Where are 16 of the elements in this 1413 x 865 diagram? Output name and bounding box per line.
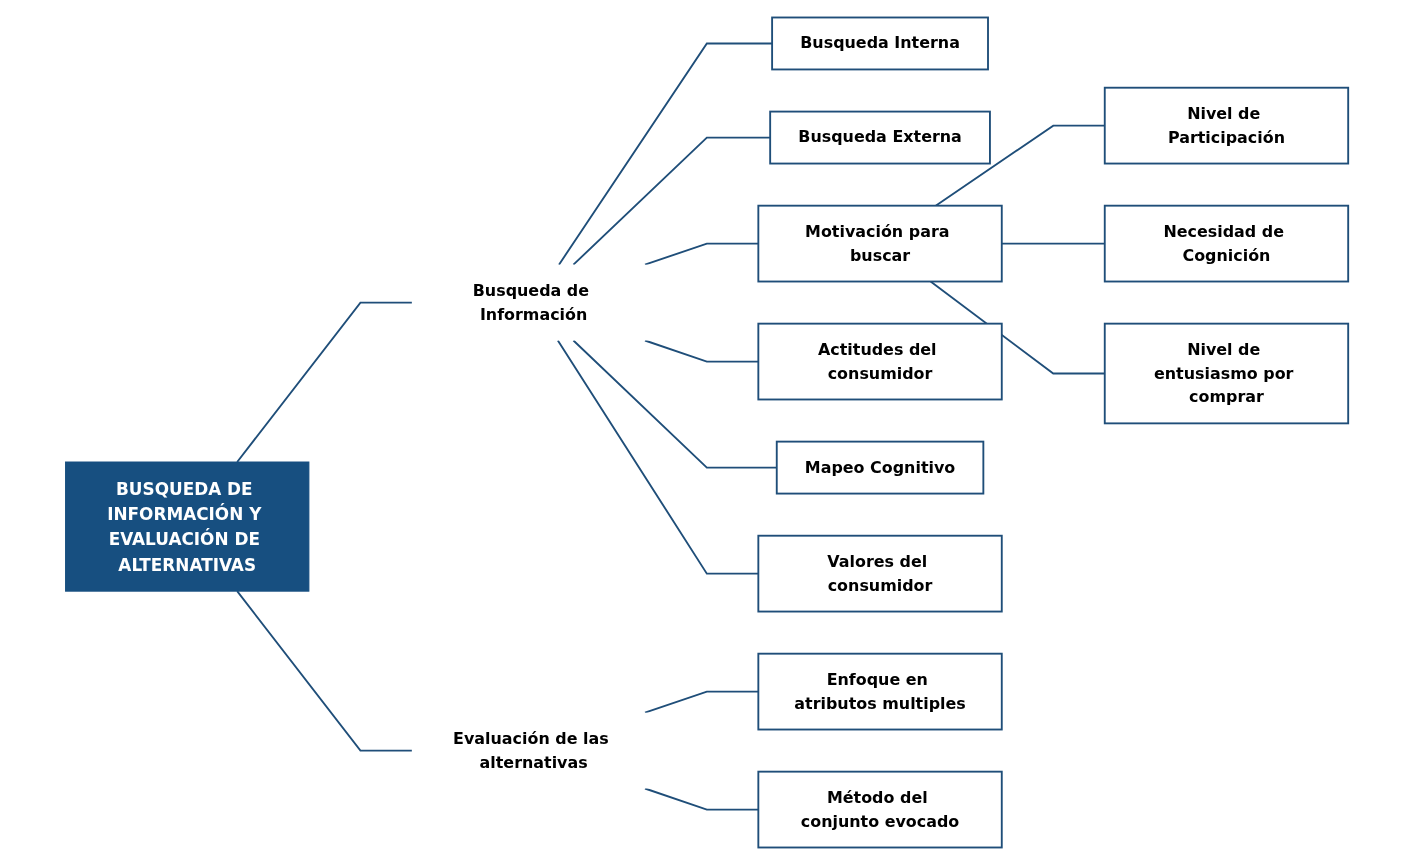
node-box: Actitudes del consumidor xyxy=(757,322,1003,401)
node-box: Busqueda Interna xyxy=(770,16,989,71)
connector xyxy=(235,301,413,463)
node-box: Busqueda Externa xyxy=(768,110,991,165)
node-box: Valores del consumidor xyxy=(757,534,1003,613)
node-box: Método del conjunto evocado xyxy=(757,770,1003,849)
node-text: Evaluación de las alternativas xyxy=(452,728,609,772)
node-box: Enfoque en atributos multiples xyxy=(757,652,1003,731)
node-box: Nivel de entusiasmo por comprar xyxy=(1103,322,1349,425)
node-box: Mapeo Cognitivo xyxy=(775,440,984,495)
node-box: Motivación para buscar xyxy=(757,204,1003,283)
node-box: Nivel de Participación xyxy=(1103,86,1349,165)
node-box: BUSQUEDA DE INFORMACIÓN Y EVALUACIÓN DE ALTERNATIVAS xyxy=(64,461,310,592)
connector xyxy=(235,590,413,752)
node-box: Necesidad de Cognición xyxy=(1103,204,1349,283)
node-text: Busqueda de Información xyxy=(472,280,589,324)
